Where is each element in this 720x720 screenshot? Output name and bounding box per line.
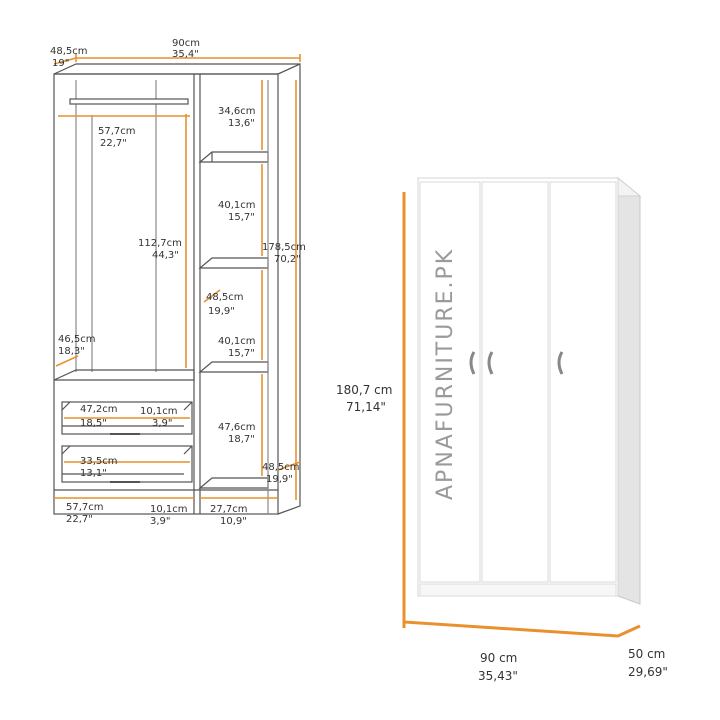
width-cm-label-product: 90 cm (480, 651, 517, 665)
drawer1-width-in-label: 18,5" (80, 418, 107, 429)
drawer2-depth-in-label: 13,1" (80, 468, 107, 479)
shelf-2 (198, 257, 269, 269)
width-in-label: 35,4" (172, 49, 199, 60)
total-height-in-label: 70,2" (274, 254, 301, 265)
handle-right-icon (557, 351, 564, 375)
shelf-depth-in-label: 19,9" (208, 306, 235, 317)
rod-cm-label: 57,7cm (98, 126, 136, 137)
shelf-1 (198, 151, 269, 163)
shelf-4 (198, 477, 269, 489)
bottom-width-cm-label: 57,7cm (66, 502, 104, 513)
depth-cm-label: 48,5cm (50, 46, 88, 57)
cabinet-front-outline (53, 73, 279, 515)
hang-height-cm-label: 112,7cm (138, 238, 182, 249)
drawer1-width-cm-label: 47,2cm (80, 404, 118, 415)
shelf4-cm-label: 47,6cm (218, 422, 256, 433)
left-depth-in-label: 18,3" (58, 346, 85, 357)
rod-in-label: 22,7" (100, 138, 127, 149)
door-middle (481, 181, 549, 583)
total-height-cm-label: 178,5cm (262, 242, 306, 253)
product-labels: 180,7 cm 71,14" 90 cm 35,43" 50 cm 29,69… (336, 383, 668, 683)
right-width-cm-label: 27,7cm (210, 504, 248, 515)
left-depth-cm-label: 46,5cm (58, 334, 96, 345)
hanging-rod (69, 98, 189, 105)
drawer1-height-cm-label: 10,1cm (140, 406, 178, 417)
door-left (419, 181, 481, 583)
handle-left-icon (469, 351, 476, 375)
product-wardrobe (416, 176, 642, 605)
height-cm-label: 180,7 cm (336, 383, 392, 397)
shelf2-cm-label: 40,1cm (218, 200, 256, 211)
handle-middle-icon (487, 351, 494, 375)
wardrobe-plinth (419, 583, 617, 597)
shelf-3 (198, 361, 269, 373)
depth-in-label-product: 29,69" (628, 665, 668, 679)
bottom-drawer-cm-label: 10,1cm (150, 504, 188, 515)
shelf1-in-label: 13,6" (228, 118, 255, 129)
width-in-label-product: 35,43" (478, 669, 518, 683)
bottom-drawer-in-label: 3,9" (150, 516, 171, 527)
watermark-text: APNAFURNITURE.PK (433, 248, 458, 500)
side-depth-cm-label: 48,5cm (262, 462, 300, 473)
dimension-lines-right (402, 192, 641, 638)
wardrobe-side (617, 176, 641, 605)
cabinet-top-outline (53, 63, 301, 75)
depth-in-label: 19" (52, 58, 69, 69)
shelf1-cm-label: 34,6cm (218, 106, 256, 117)
door-right (549, 181, 617, 583)
shelf3-cm-label: 40,1cm (218, 336, 256, 347)
height-in-label: 71,14" (346, 400, 386, 414)
drawer2-depth-cm-label: 33,5cm (80, 456, 118, 467)
cabinet-side-outline (277, 63, 301, 515)
drawer-section-top (53, 369, 195, 381)
bottom-width-in-label: 22,7" (66, 514, 93, 525)
depth-cm-label-product: 50 cm (628, 647, 665, 661)
shelf-depth-cm-label: 48,5cm (206, 292, 244, 303)
shelf2-in-label: 15,7" (228, 212, 255, 223)
shelf3-in-label: 15,7" (228, 348, 255, 359)
dimension-lines-left (53, 54, 301, 500)
hang-height-in-label: 44,3" (152, 250, 179, 261)
technical-drawing (53, 63, 301, 515)
shelf4-in-label: 18,7" (228, 434, 255, 445)
width-cm-label: 90cm (172, 38, 200, 49)
side-depth-in-label: 19,9" (266, 474, 293, 485)
drawer1-height-in-label: 3,9" (152, 418, 173, 429)
right-width-in-label: 10,9" (220, 516, 247, 527)
drawer-2 (61, 445, 193, 483)
technical-labels: 48,5cm 19" 90cm 35,4" 57,7cm 22,7" 112,7… (50, 38, 306, 527)
